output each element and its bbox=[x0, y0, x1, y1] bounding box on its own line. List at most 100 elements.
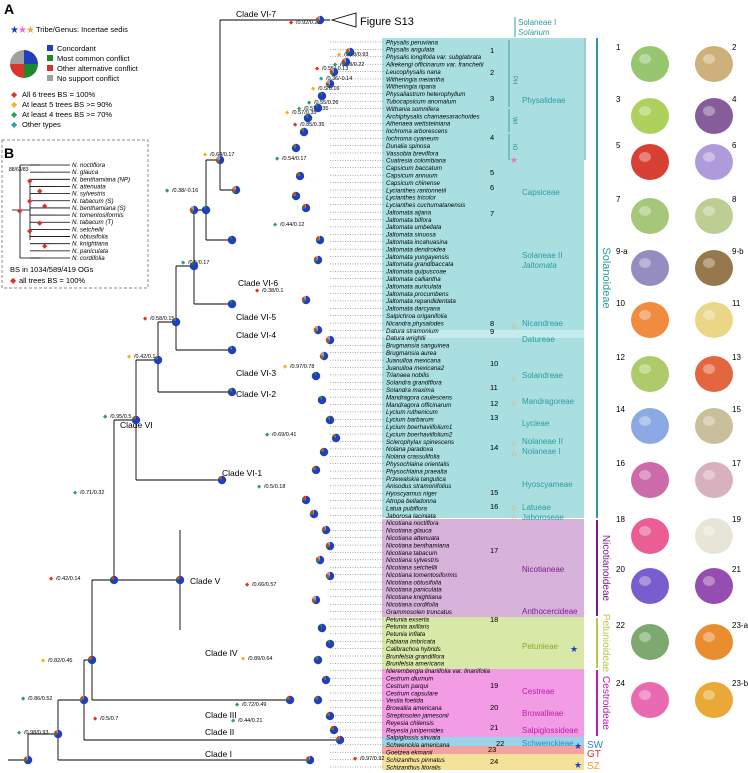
conflict-pie bbox=[131, 415, 141, 425]
taxon-label: Iochroma arborescens bbox=[386, 128, 448, 135]
clade-label: Clade I bbox=[205, 749, 232, 759]
panel-b-node-label: 88/63/83 bbox=[9, 167, 29, 173]
conflict-pie bbox=[345, 47, 355, 57]
tree-branches bbox=[8, 19, 340, 761]
diamond-icon: ◆ bbox=[17, 730, 22, 736]
node-support-value: /0.98/0.93 bbox=[24, 730, 48, 736]
taxon-label: Lycianthes rantonnetii bbox=[386, 187, 447, 194]
taxon-label: Athenaea wettsteiniana bbox=[385, 121, 451, 128]
flower-photo: 9-a bbox=[616, 247, 669, 286]
node-support-value: /0.38/0.1 bbox=[262, 288, 283, 294]
taxon-label: Latua pubiflora bbox=[386, 505, 427, 512]
svg-text:★: ★ bbox=[510, 155, 518, 165]
pie-legend-icon bbox=[10, 50, 38, 78]
node-support-value: /0.38/-0.16 bbox=[172, 188, 198, 194]
panel-b-taxon: N. sylvestris bbox=[72, 191, 105, 198]
photo-label: 7 bbox=[616, 195, 621, 204]
taxon-label: Browallia americana bbox=[386, 705, 442, 712]
svg-text:★: ★ bbox=[574, 741, 582, 751]
diamond-icon: ◆ bbox=[41, 658, 46, 664]
diamond-icon: ◆ bbox=[37, 188, 43, 195]
group-number: 4 bbox=[490, 133, 494, 142]
diamond-icon: ◆ bbox=[333, 62, 338, 68]
tribe-star-icon: ★ bbox=[10, 25, 19, 36]
photo-label: 21 bbox=[732, 565, 741, 574]
subfamily-bars: Solanoideae Nicotianoideae Petunioideae … bbox=[587, 38, 612, 772]
node-support-value: /0.95/0.5 bbox=[110, 414, 131, 420]
taxon-label: Petunia axillaris bbox=[386, 624, 429, 631]
diamond-icon: ◆ bbox=[283, 364, 288, 370]
taxon-label: Solandra grandiflora bbox=[386, 380, 442, 387]
taxon-label: Lycium barbarum bbox=[386, 417, 434, 424]
node-support-value: /0.71/0.32 bbox=[80, 490, 104, 496]
taxon-label: Vassobia breviflora bbox=[386, 150, 439, 157]
conflict-pie bbox=[217, 475, 227, 485]
conflict-pie bbox=[53, 729, 63, 739]
panel-b-taxon: N. knightiana bbox=[72, 241, 109, 248]
group-number: 20 bbox=[490, 703, 498, 712]
tribe-capsiceae: Capsiceae bbox=[522, 188, 560, 197]
node-support-value: /0.89/0.64 bbox=[248, 656, 272, 662]
conflict-pie bbox=[79, 695, 89, 705]
conflict-pie bbox=[87, 655, 97, 665]
svg-text:★: ★ bbox=[574, 760, 582, 770]
conflict-pie bbox=[325, 335, 335, 345]
group-number: 11 bbox=[490, 383, 498, 392]
conflict-pie bbox=[311, 595, 321, 605]
group-number: 23 bbox=[488, 745, 496, 754]
taxon-label: Physalis peruviana bbox=[386, 39, 438, 46]
diamond-icon: ◆ bbox=[42, 243, 48, 250]
taxon-label: Reyesia chilensis bbox=[386, 720, 434, 727]
taxon-label: Sclerophylax spinescens bbox=[386, 439, 454, 446]
taxon-label: Cuatresia colombiana bbox=[386, 158, 446, 165]
node-support-value: /0.44/0.12 bbox=[280, 222, 304, 228]
node-support-value: /0.42/0.14 bbox=[56, 576, 80, 582]
photo-label: 18 bbox=[616, 515, 625, 524]
conflict-pie bbox=[329, 67, 339, 77]
taxon-label: Petunia exserta bbox=[386, 616, 430, 623]
conflict-pie bbox=[309, 509, 319, 519]
diamond-icon: ◆ bbox=[289, 20, 294, 26]
flower-photo: 21 bbox=[695, 565, 741, 604]
taxon-label: Capsicum baccatum bbox=[386, 165, 442, 172]
diamond-icon: ◆ bbox=[27, 198, 33, 205]
taxon-label: Jaltomata repandidentata bbox=[385, 298, 456, 305]
clade-label: Clade II bbox=[205, 727, 234, 737]
tribe-petunieae: Petunieae bbox=[522, 642, 559, 651]
taxon-label: Tubocapsicum anomalum bbox=[386, 98, 456, 105]
taxon-label: Lycianthes tricolor bbox=[386, 195, 437, 202]
svg-text:☆: ☆ bbox=[510, 438, 518, 448]
clade-label: Clade VI-7 bbox=[236, 9, 276, 19]
conflict-pie bbox=[321, 675, 331, 685]
photo-label: 12 bbox=[616, 353, 625, 362]
group-number: 6 bbox=[490, 183, 494, 192]
taxon-label: Jaltomata auriculata bbox=[385, 283, 442, 290]
taxon-label: Mandragora caulescens bbox=[386, 394, 452, 401]
node-support-value: /0.43/0.22 bbox=[340, 62, 364, 68]
group-number: 24 bbox=[490, 757, 498, 766]
diamond-icon: ◆ bbox=[27, 178, 33, 185]
node-support-value: /0.5/0.7 bbox=[100, 716, 118, 722]
panel-b-note: BS in 1034/589/419 OGs bbox=[10, 265, 94, 274]
flower-photo: 22 bbox=[616, 621, 669, 660]
diamond-icon: ◆ bbox=[257, 484, 262, 490]
group-number: 1 bbox=[490, 46, 494, 55]
diamond-icon: ◆ bbox=[11, 110, 18, 119]
subtribe-io: IO bbox=[511, 144, 517, 151]
conflict-pie bbox=[285, 695, 295, 705]
conflict-pie bbox=[295, 171, 305, 181]
clade-label: Clade VI-3 bbox=[236, 368, 276, 378]
tribe-datureae: Datureae bbox=[522, 335, 555, 344]
diamond-icon: ◆ bbox=[273, 222, 278, 228]
taxon-label: Lycium boerhaviifolium2 bbox=[386, 431, 453, 438]
conflict-pie bbox=[231, 185, 241, 195]
diamond-icon: ◆ bbox=[231, 718, 236, 724]
figure-s13-label: Figure S13 bbox=[360, 16, 414, 28]
tribe-stars: ★ ☆ ☆ ☆ ☆ ☆ ☆ ☆ ★ ★ ★ bbox=[510, 155, 582, 770]
photo-label: 9-b bbox=[732, 247, 744, 256]
tribe-mandragoreae: Mandragoreae bbox=[522, 397, 575, 406]
panel-b-taxon: N. obtusifolia bbox=[72, 234, 108, 241]
node-support-value: /0.72/0.49 bbox=[242, 702, 266, 708]
flower-photo: 23-a bbox=[695, 621, 748, 660]
conflict-pie bbox=[325, 541, 335, 551]
